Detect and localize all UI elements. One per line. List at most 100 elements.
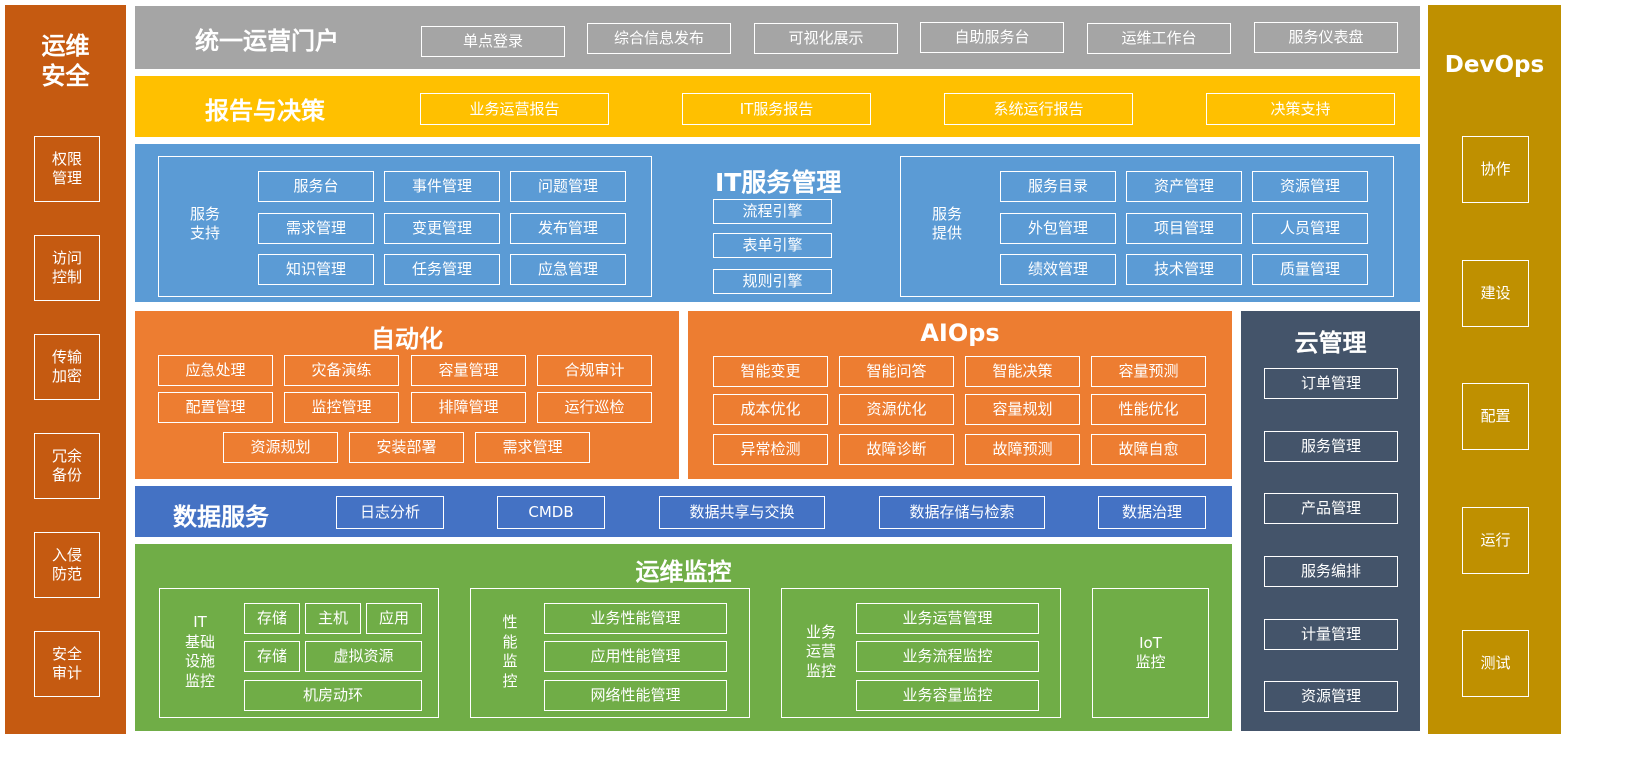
portal-item-dashboard[interactable]: 服务仪表盘 [1254, 22, 1398, 53]
cloud-product[interactable]: 产品管理 [1264, 493, 1398, 524]
security-item-encryption[interactable]: 传输 加密 [34, 334, 100, 400]
itsm-requirement[interactable]: 需求管理 [258, 213, 374, 244]
monitor-infra-storage-2[interactable]: 存储 [244, 641, 300, 672]
aiops-anomaly[interactable]: 异常检测 [713, 434, 828, 465]
cloud-orchestration[interactable]: 服务编排 [1264, 556, 1398, 587]
automation-config[interactable]: 配置管理 [158, 392, 273, 423]
monitor-biz-operation[interactable]: 业务运营管理 [856, 603, 1039, 634]
itsm-emergency[interactable]: 应急管理 [510, 254, 626, 285]
report-item-system[interactable]: 系统运行报告 [944, 93, 1133, 125]
monitor-infra-datacenter[interactable]: 机房动环 [244, 680, 422, 711]
data-cmdb[interactable]: CMDB [497, 496, 605, 529]
portal-item-sso[interactable]: 单点登录 [421, 26, 565, 57]
security-item-backup[interactable]: 冗余 备份 [34, 433, 100, 499]
monitor-infra-host[interactable]: 主机 [305, 603, 361, 634]
monitor-biz-capacity[interactable]: 业务容量监控 [856, 680, 1039, 711]
automation-troubleshoot[interactable]: 排障管理 [411, 392, 526, 423]
portal-item-selfservice[interactable]: 自助服务台 [920, 22, 1064, 53]
itsm-change[interactable]: 变更管理 [384, 213, 500, 244]
automation-drill[interactable]: 灾备演练 [284, 355, 399, 386]
devops-item-build[interactable]: 建设 [1462, 260, 1529, 327]
security-item-access[interactable]: 访问 控制 [34, 235, 100, 301]
itsm-release[interactable]: 发布管理 [510, 213, 626, 244]
itsm-catalog[interactable]: 服务目录 [1000, 171, 1116, 202]
devops-item-test[interactable]: 测试 [1462, 630, 1529, 697]
cloud-panel: 云管理 订单管理 服务管理 产品管理 服务编排 计量管理 资源管理 [1241, 311, 1420, 731]
itsm-project[interactable]: 项目管理 [1126, 213, 1242, 244]
monitor-biz-process[interactable]: 业务流程监控 [856, 641, 1039, 672]
monitor-perf-business[interactable]: 业务性能管理 [544, 603, 727, 634]
itsm-problem[interactable]: 问题管理 [510, 171, 626, 202]
itsm-technology[interactable]: 技术管理 [1126, 254, 1242, 285]
data-title: 数据服务 [173, 503, 269, 531]
data-sharing[interactable]: 数据共享与交换 [659, 496, 825, 529]
data-storage[interactable]: 数据存储与检索 [879, 496, 1045, 529]
aiops-fault-predict[interactable]: 故障预测 [965, 434, 1080, 465]
data-log[interactable]: 日志分析 [336, 496, 444, 529]
aiops-cost-opt[interactable]: 成本优化 [713, 394, 828, 425]
monitor-infra-storage-1[interactable]: 存储 [244, 603, 300, 634]
automation-emergency[interactable]: 应急处理 [158, 355, 273, 386]
aiops-capacity-forecast[interactable]: 容量预测 [1091, 356, 1206, 387]
cloud-order[interactable]: 订单管理 [1264, 368, 1398, 399]
automation-compliance[interactable]: 合规审计 [537, 355, 652, 386]
cloud-service[interactable]: 服务管理 [1264, 431, 1398, 462]
itsm-support-label: 服务 支持 [189, 204, 220, 243]
portal-item-workbench[interactable]: 运维工作台 [1087, 23, 1231, 54]
monitor-iot[interactable]: IoT 监控 [1092, 588, 1209, 718]
monitor-infra-label: IT 基础 设施 监控 [184, 613, 215, 690]
portal-item-visual[interactable]: 可视化展示 [754, 23, 898, 54]
automation-title: 自动化 [371, 325, 443, 353]
itsm-personnel[interactable]: 人员管理 [1252, 213, 1368, 244]
aiops-fault-diagnosis[interactable]: 故障诊断 [839, 434, 954, 465]
itsm-resource[interactable]: 资源管理 [1252, 171, 1368, 202]
cloud-resource[interactable]: 资源管理 [1264, 681, 1398, 712]
itsm-asset[interactable]: 资产管理 [1126, 171, 1242, 202]
aiops-resource-opt[interactable]: 资源优化 [839, 394, 954, 425]
automation-deploy[interactable]: 安装部署 [349, 432, 464, 463]
itsm-quality[interactable]: 质量管理 [1252, 254, 1368, 285]
itsm-engine-process[interactable]: 流程引擎 [713, 199, 832, 224]
monitor-perf-app[interactable]: 应用性能管理 [544, 641, 727, 672]
security-item-intrusion[interactable]: 入侵 防范 [34, 532, 100, 598]
itsm-outsource[interactable]: 外包管理 [1000, 213, 1116, 244]
monitor-infra-app[interactable]: 应用 [366, 603, 422, 634]
itsm-service-desk[interactable]: 服务台 [258, 171, 374, 202]
aiops-perf-opt[interactable]: 性能优化 [1091, 394, 1206, 425]
aiops-smart-change[interactable]: 智能变更 [713, 356, 828, 387]
automation-planning[interactable]: 资源规划 [223, 432, 338, 463]
report-item-decision[interactable]: 决策支持 [1206, 93, 1395, 125]
report-item-it[interactable]: IT服务报告 [682, 93, 871, 125]
itsm-engine-form[interactable]: 表单引擎 [713, 233, 832, 258]
itsm-task[interactable]: 任务管理 [384, 254, 500, 285]
monitor-perf-group [470, 588, 750, 718]
devops-item-run[interactable]: 运行 [1462, 507, 1529, 574]
monitor-perf-network[interactable]: 网络性能管理 [544, 680, 727, 711]
automation-monitor[interactable]: 监控管理 [284, 392, 399, 423]
devops-item-config[interactable]: 配置 [1462, 383, 1529, 450]
automation-capacity[interactable]: 容量管理 [411, 355, 526, 386]
itsm-title: IT服务管理 [715, 168, 842, 197]
security-item-audit[interactable]: 安全 审计 [34, 631, 100, 697]
itsm-engine-rule[interactable]: 规则引擎 [713, 269, 832, 294]
aiops-capacity-plan[interactable]: 容量规划 [965, 394, 1080, 425]
security-item-permission[interactable]: 权限 管理 [34, 136, 100, 202]
devops-item-collaboration[interactable]: 协作 [1462, 136, 1529, 203]
aiops-self-heal[interactable]: 故障自愈 [1091, 434, 1206, 465]
cloud-metering[interactable]: 计量管理 [1264, 619, 1398, 650]
automation-requirement[interactable]: 需求管理 [475, 432, 590, 463]
data-panel: 数据服务 日志分析 CMDB 数据共享与交换 数据存储与检索 数据治理 [135, 486, 1232, 537]
aiops-smart-decision[interactable]: 智能决策 [965, 356, 1080, 387]
itsm-knowledge[interactable]: 知识管理 [258, 254, 374, 285]
data-governance[interactable]: 数据治理 [1098, 496, 1206, 529]
monitor-infra-virtual[interactable]: 虚拟资源 [305, 641, 422, 672]
itsm-incident[interactable]: 事件管理 [384, 171, 500, 202]
aiops-smart-qa[interactable]: 智能问答 [839, 356, 954, 387]
itsm-performance[interactable]: 绩效管理 [1000, 254, 1116, 285]
itsm-panel: 服务 支持 服务台 事件管理 问题管理 需求管理 变更管理 发布管理 知识管理 … [135, 144, 1420, 302]
itsm-provide-label: 服务 提供 [931, 204, 962, 243]
security-title: 运维 安全 [41, 32, 90, 90]
report-item-business[interactable]: 业务运营报告 [420, 93, 609, 125]
automation-inspection[interactable]: 运行巡检 [537, 392, 652, 423]
portal-item-info[interactable]: 综合信息发布 [587, 23, 731, 54]
